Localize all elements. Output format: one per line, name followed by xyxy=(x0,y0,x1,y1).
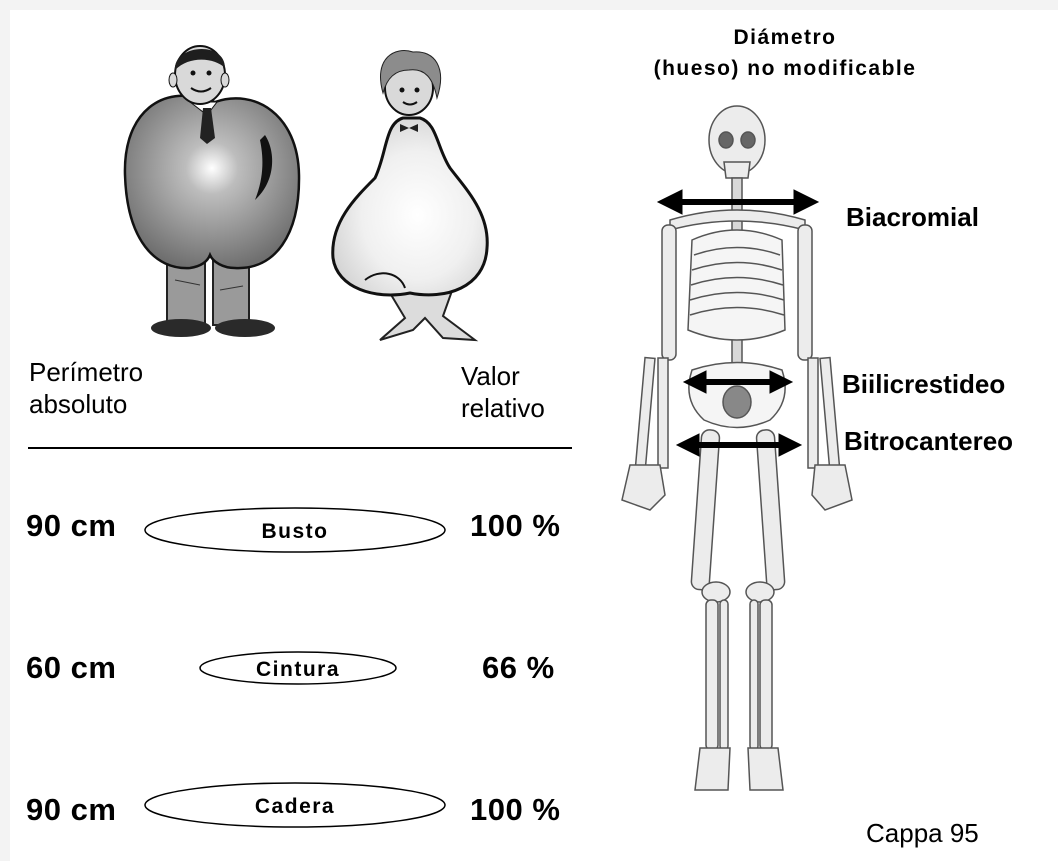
diameter-title-line1: Diámetro xyxy=(620,22,950,53)
row-cadera-relative: 100 % xyxy=(470,792,560,828)
header-divider xyxy=(28,447,572,449)
relative-header: Valor relativo xyxy=(461,360,545,424)
apple-shaped-man-icon xyxy=(115,40,315,345)
pear-shaped-woman-icon xyxy=(325,48,495,348)
diameter-title: Diámetro (hueso) no modificable xyxy=(620,22,950,84)
busto-label: Busto xyxy=(262,520,329,543)
cintura-label: Cintura xyxy=(256,658,340,681)
biacromial-label: Biacromial xyxy=(846,202,979,233)
biilicrestideo-label: Biilicrestideo xyxy=(842,369,1005,400)
skeleton-icon xyxy=(600,100,860,800)
relative-header-line1: Valor xyxy=(461,360,545,392)
perimeter-header: Perímetro absoluto xyxy=(29,356,143,420)
perimeter-header-line1: Perímetro xyxy=(29,356,143,388)
bitrocantereo-label: Bitrocantereo xyxy=(844,426,1013,457)
row-cintura-perimeter: 60 cm xyxy=(26,650,116,686)
credit-text: Cappa 95 xyxy=(866,818,979,849)
measure-ovals: Busto Cintura Cadera xyxy=(140,500,460,840)
diameter-title-line2: (hueso) no modificable xyxy=(620,53,950,84)
cadera-label: Cadera xyxy=(255,795,335,818)
perimeter-header-line2: absoluto xyxy=(29,388,143,420)
row-busto-perimeter: 90 cm xyxy=(26,508,116,544)
relative-header-line2: relativo xyxy=(461,392,545,424)
row-cadera-perimeter: 90 cm xyxy=(26,792,116,828)
row-busto-relative: 100 % xyxy=(470,508,560,544)
row-cintura-relative: 66 % xyxy=(482,650,555,686)
